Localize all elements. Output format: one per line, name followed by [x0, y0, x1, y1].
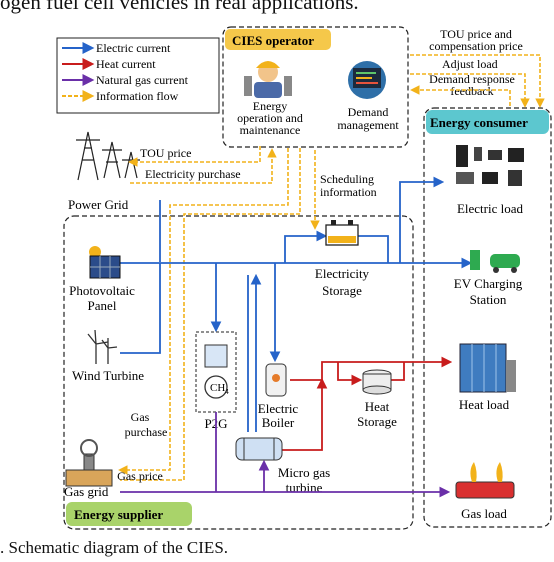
heat-storage-icon [362, 369, 392, 395]
pv-label-1: Photovoltaic [69, 283, 135, 298]
gas-valve-icon [65, 439, 113, 487]
gas-stove-icon [455, 462, 515, 499]
supplier-box [63, 215, 414, 530]
electric-boiler-icon [265, 363, 287, 397]
adjust-load: Adjust load [442, 57, 498, 71]
dm-label-1: Demand [348, 105, 389, 119]
dr-2: feedback [450, 84, 493, 98]
electricity-purchase-label: Electricity purchase [145, 167, 241, 181]
p2g-box [195, 331, 237, 413]
micro-turbine-icon [235, 437, 283, 461]
ev-label-2: Station [470, 292, 507, 307]
gas-load-label: Gas load [461, 506, 507, 521]
tou-comp-2: compensation price [429, 39, 523, 53]
header-fragment: ogen fuel cell vehicles in real applicat… [0, 0, 359, 14]
heat-load-label: Heat load [459, 397, 510, 412]
eb-label-2: Boiler [262, 415, 295, 430]
elec-storage-2: Storage [322, 283, 362, 298]
power-grid-label: Power Grid [68, 197, 129, 212]
supplier-title: Energy supplier [74, 507, 163, 522]
ev-label-1: EV Charging [454, 276, 523, 291]
mgt-label-1: Micro gas [278, 465, 330, 480]
figure-caption: . Schematic diagram of the CIES. [0, 538, 229, 557]
eb-label-1: Electric [258, 401, 299, 416]
electric-load-icons [456, 145, 524, 186]
eom-label-2: operation and [237, 111, 303, 125]
legend-electric: Electric current [96, 41, 171, 55]
hs-label-2: Storage [357, 414, 397, 429]
legend-gas: Natural gas current [96, 73, 189, 87]
hs-label-1: Heat [365, 399, 390, 414]
heat-load-icon [459, 343, 516, 393]
tou-comp-1: TOU price and [440, 27, 512, 41]
pv-label-2: Panel [88, 298, 117, 313]
ev-charging-icon [470, 250, 520, 273]
demand-management-icon [348, 61, 386, 99]
power-grid-icon [76, 131, 140, 181]
consumer-box [423, 107, 552, 528]
scheduling-2: information [320, 185, 377, 199]
battery-icon [325, 220, 359, 246]
dm-label-2: management [337, 118, 399, 132]
wind-label: Wind Turbine [72, 368, 144, 383]
eom-label-1: Energy [253, 99, 287, 113]
electric-load-label: Electric load [457, 201, 524, 216]
eom-label-3: maintenance [240, 123, 301, 137]
scheduling-1: Scheduling [320, 172, 374, 186]
wind-turbine-icon [87, 329, 118, 364]
tou-price-label: TOU price [140, 146, 191, 160]
elec-storage-1: Electricity [315, 266, 370, 281]
operator-title: CIES operator [232, 33, 314, 48]
consumer-title: Energy consumer [430, 115, 528, 130]
legend: Electric current Heat current Natural ga… [56, 37, 220, 114]
solar-panel-icon [89, 246, 121, 279]
operator-worker-icon [244, 61, 292, 98]
dr-1: Demand response [429, 72, 515, 86]
ch4-label: CH4 [210, 382, 229, 396]
p2g-unit-icon [204, 344, 228, 399]
gas-purchase-2: purchase [125, 425, 168, 439]
legend-info: Information flow [96, 89, 179, 103]
legend-heat: Heat current [96, 57, 156, 71]
operator-box [222, 26, 409, 148]
gas-price-label: Gas price [117, 469, 163, 483]
gas-grid-label: Gas grid [64, 484, 109, 499]
gas-purchase-1: Gas [131, 410, 150, 424]
